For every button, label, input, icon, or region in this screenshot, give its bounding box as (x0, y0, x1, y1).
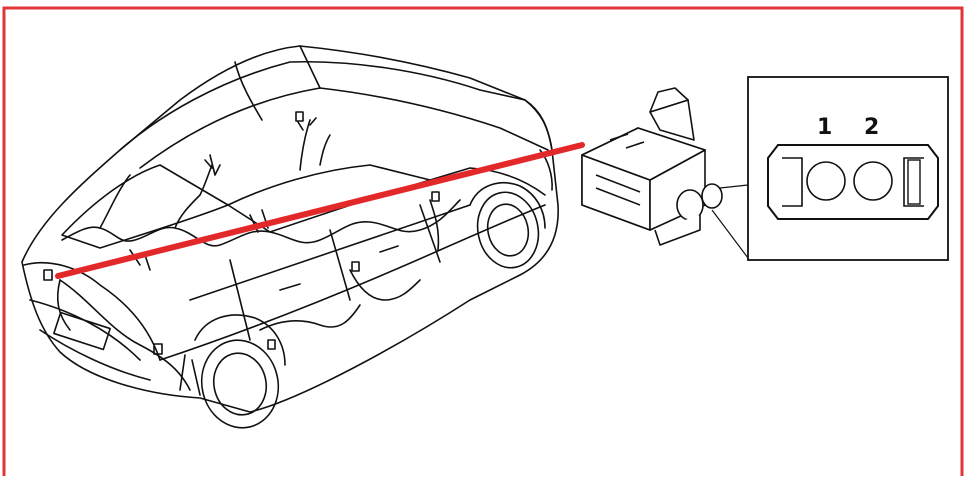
connector-housing-icon (581, 87, 723, 246)
pin-1-label: 1 (817, 115, 832, 140)
pin-1-cavity (806, 161, 846, 201)
pin-2-label: 2 (864, 115, 879, 140)
connector-face-outline (767, 144, 939, 220)
sedan-wiring-harness-icon (21, 45, 559, 429)
connector-face-detail: 1 2 (747, 76, 949, 261)
diagram-frame (2, 6, 964, 476)
detail-leader-lines (711, 184, 749, 259)
connector-location-line (55, 142, 585, 279)
pin-2-cavity (853, 161, 893, 201)
